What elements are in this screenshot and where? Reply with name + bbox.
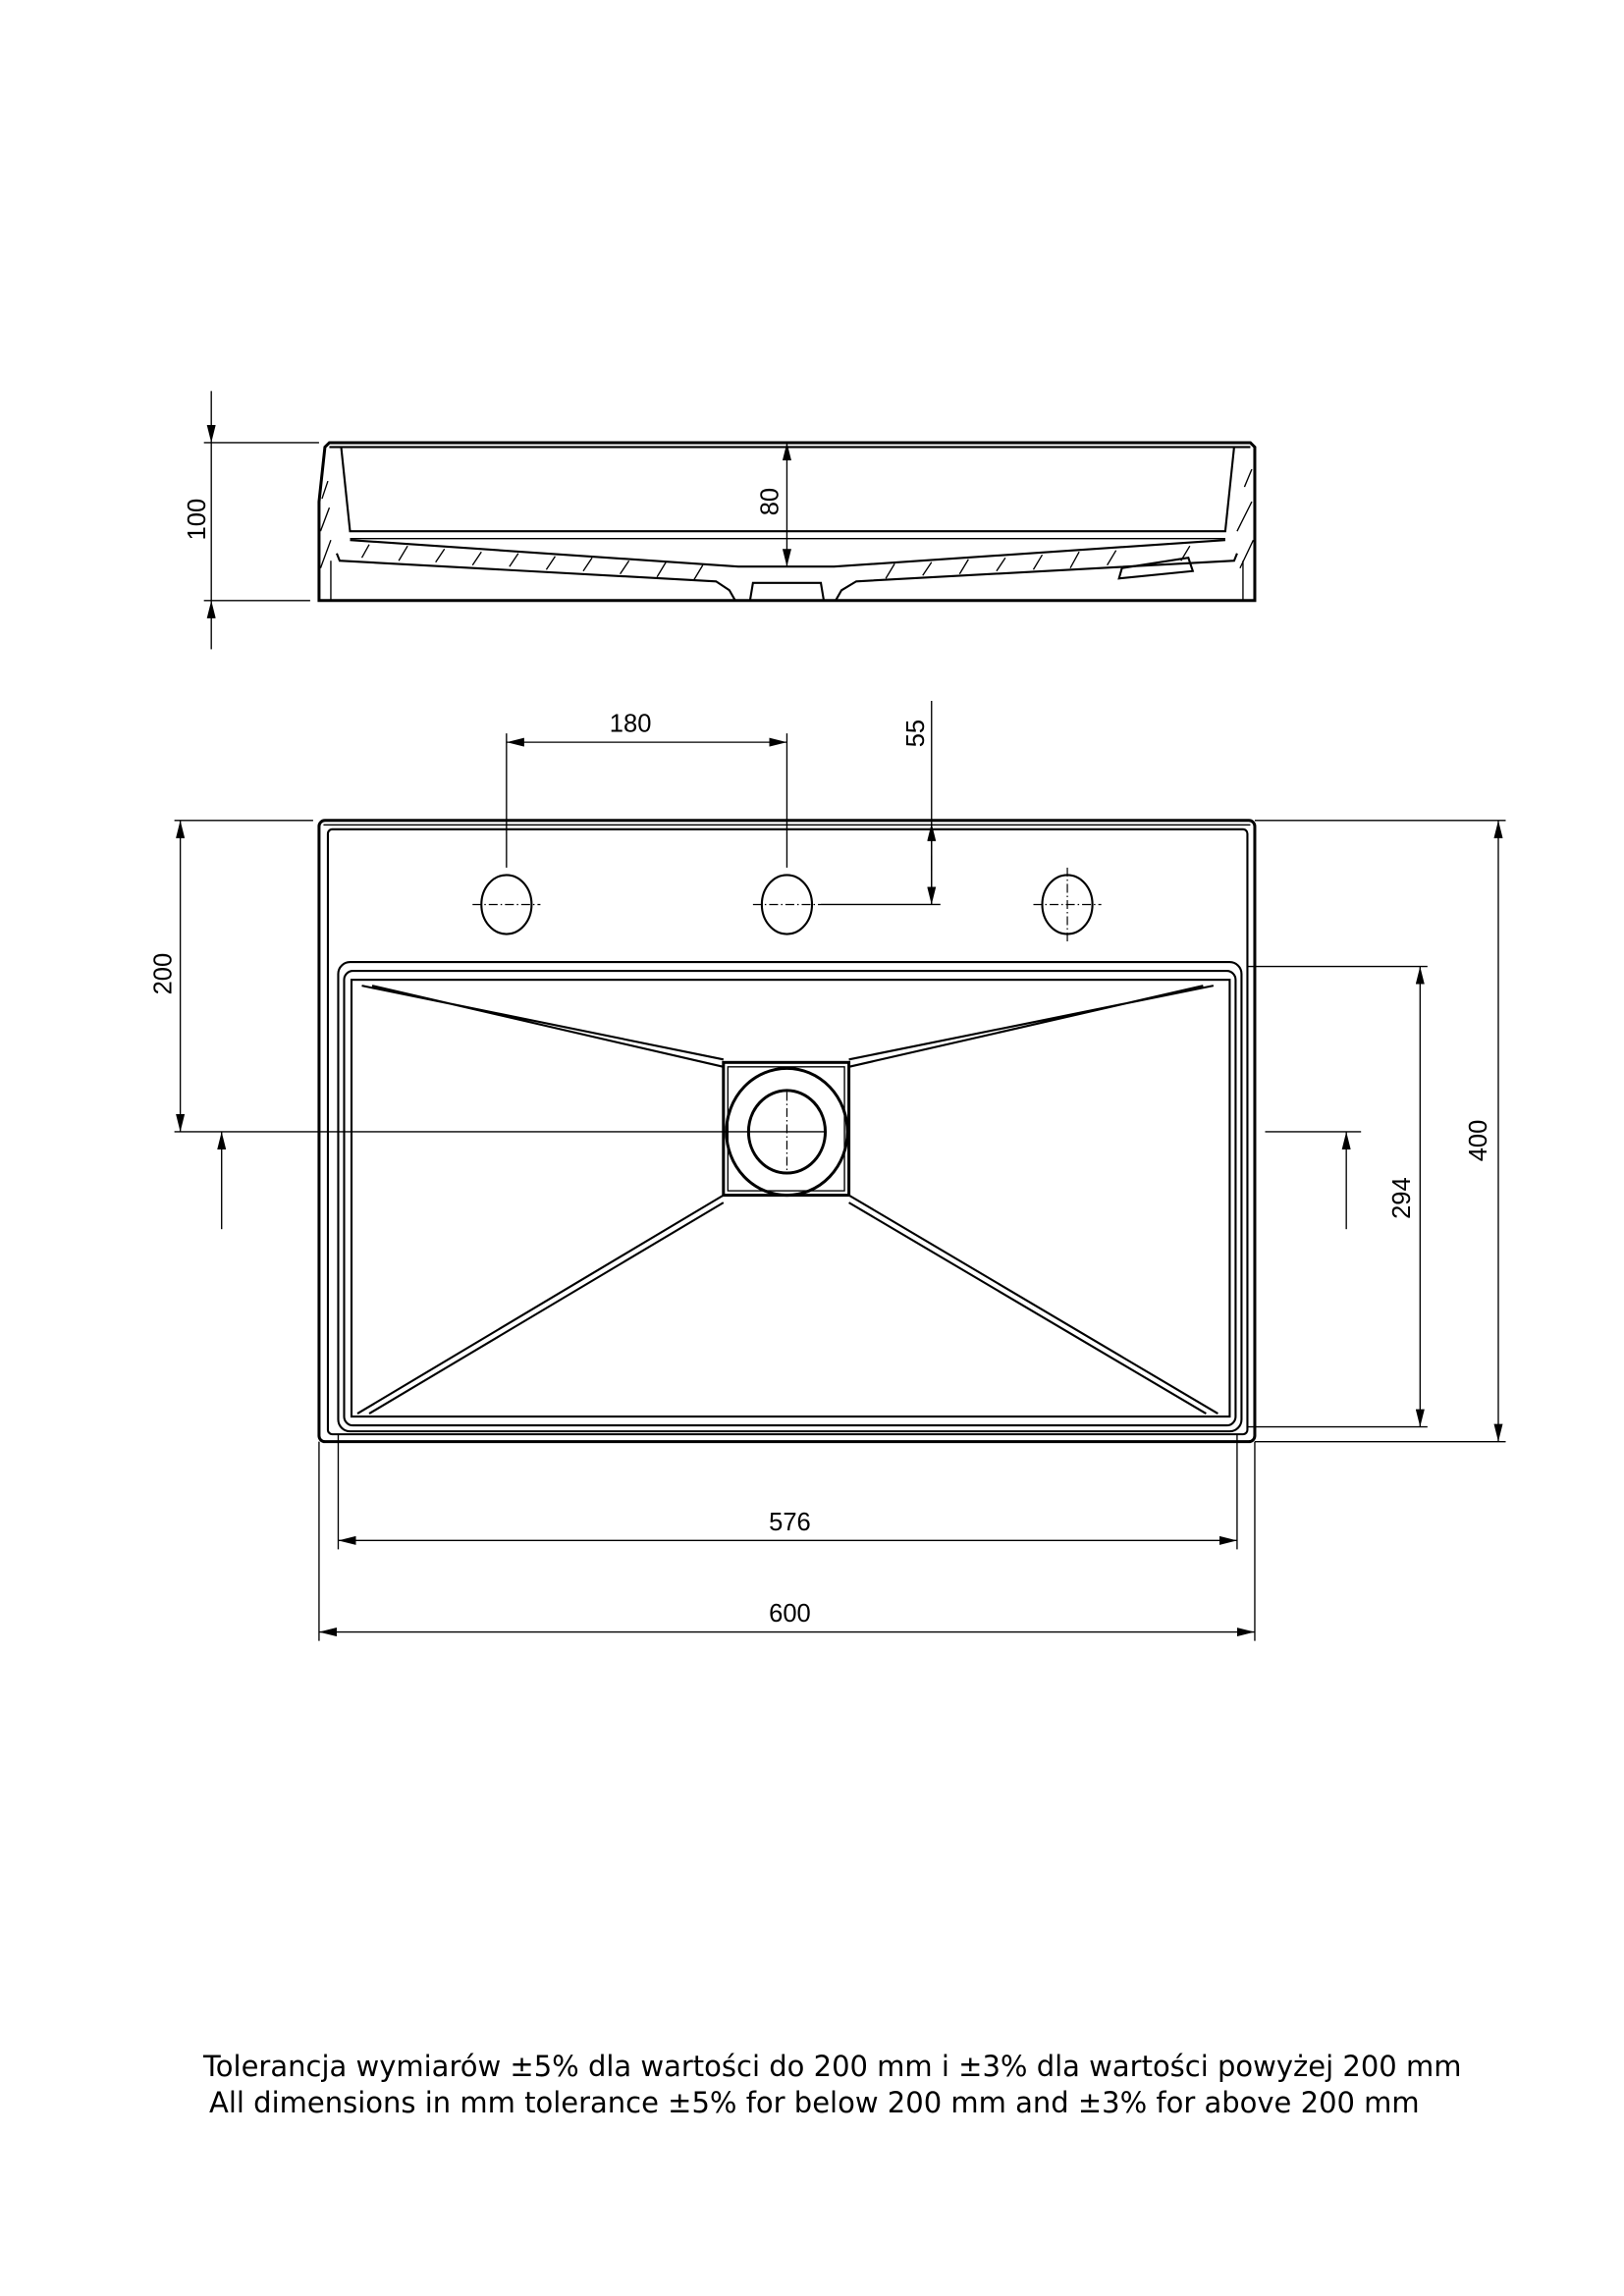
dim-drain-offset-200: 200 bbox=[150, 953, 178, 995]
dim-basin-depth-294: 294 bbox=[1388, 1177, 1416, 1219]
dim-height-100: 100 bbox=[184, 499, 211, 541]
dim-width-576: 576 bbox=[769, 1509, 811, 1536]
side-view: 100 80 bbox=[184, 391, 1257, 650]
dim-width-600: 600 bbox=[769, 1600, 811, 1628]
section-hatching bbox=[319, 468, 1255, 581]
dim-depth-400: 400 bbox=[1465, 1120, 1492, 1162]
dim-tap-offset-55: 55 bbox=[902, 720, 930, 747]
tolerance-note-pl: Tolerancja wymiarów ±5% dla wartości do … bbox=[203, 2050, 1462, 2083]
top-view: 180 55 200 294 400 576 600 bbox=[150, 701, 1506, 1641]
dim-depth-80: 80 bbox=[756, 488, 784, 515]
tap-holes bbox=[472, 867, 1102, 942]
dim-tap-spacing-180: 180 bbox=[610, 711, 652, 738]
tolerance-note-en: All dimensions in mm tolerance ±5% for b… bbox=[209, 2086, 1420, 2119]
